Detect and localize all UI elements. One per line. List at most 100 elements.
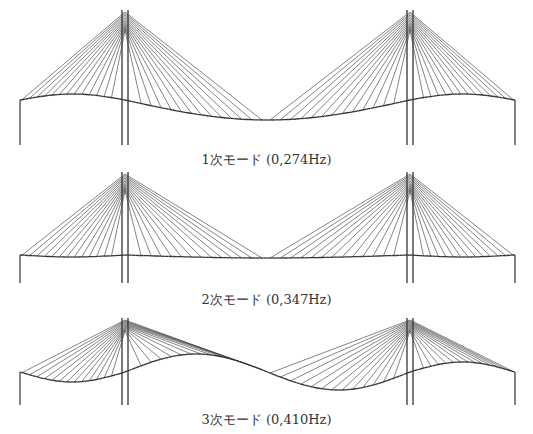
stay-cable — [410, 326, 461, 362]
bridge-deck — [164, 256, 168, 257]
bridge-deck — [453, 93, 457, 94]
stay-cable — [22, 12, 125, 100]
bridge-deck — [358, 109, 362, 111]
bridge-deck — [395, 376, 399, 378]
stay-cable — [410, 17, 491, 96]
bridge-deck — [507, 98, 511, 100]
bridge-deck — [185, 112, 189, 114]
bridge-deck — [173, 355, 177, 357]
bridge-deck — [292, 118, 296, 120]
stay-cable — [22, 174, 125, 255]
bridge-deck — [375, 383, 379, 384]
bridge-deck — [424, 255, 428, 256]
stay-cable — [291, 15, 410, 119]
stay-cable — [30, 14, 126, 99]
bridge-deck — [61, 256, 65, 257]
bridge-deck — [181, 354, 185, 356]
bridge-deck — [346, 389, 350, 391]
mode-caption: 3次モード (0,410Hz) — [0, 412, 533, 428]
bridge-mode — [20, 10, 515, 145]
bridge-deck — [263, 257, 267, 258]
bridge-deck — [313, 386, 317, 388]
bridge-deck — [453, 256, 457, 257]
bridge-deck — [305, 257, 309, 258]
bridge-deck — [107, 96, 111, 98]
bridge-deck — [78, 256, 82, 257]
stay-cable — [342, 184, 410, 257]
bridge-deck — [284, 257, 288, 258]
bridge-deck — [272, 374, 276, 376]
bridge-deck — [206, 115, 210, 117]
stay-cable — [125, 27, 161, 108]
stay-cable — [59, 20, 125, 95]
bridge-deck — [70, 381, 74, 382]
stay-cable — [410, 181, 476, 257]
stay-cable — [410, 184, 461, 257]
bridge-deck — [107, 376, 111, 377]
bridge-deck — [255, 119, 259, 120]
bridge-deck — [478, 94, 482, 96]
stay-cable — [125, 26, 171, 110]
stay-cable — [270, 320, 410, 373]
stay-cable — [125, 320, 262, 370]
stay-cable — [410, 12, 513, 100]
bridge-deck — [148, 362, 152, 363]
bridge-deck — [354, 110, 358, 112]
stay-cable — [59, 181, 125, 257]
stay-cable — [74, 23, 125, 94]
bridge-deck — [115, 374, 119, 375]
stay-cable — [125, 175, 252, 258]
bridge-deck — [354, 256, 358, 257]
bridge-deck — [424, 96, 428, 98]
bridge-deck — [131, 101, 135, 103]
stay-cable — [104, 330, 125, 378]
stay-cable — [383, 29, 410, 106]
stay-cable — [410, 30, 424, 97]
bridge-deck — [367, 108, 371, 110]
stay-cable — [410, 29, 431, 97]
bridge-deck — [490, 95, 494, 97]
stay-cable — [125, 322, 242, 363]
bridge-deck — [235, 118, 239, 120]
bridge-deck — [136, 255, 140, 256]
bridge-deck — [98, 378, 102, 380]
bridge-deck — [408, 371, 412, 373]
bridge-deck — [478, 256, 482, 257]
bridge-deck — [123, 99, 127, 101]
bridge-deck — [338, 113, 342, 115]
bridge-deck — [346, 112, 350, 114]
bridge-deck — [53, 94, 57, 96]
bridge-deck — [255, 257, 259, 258]
stay-cable — [125, 24, 181, 111]
bridge-deck — [276, 375, 280, 377]
stay-cable — [59, 325, 125, 382]
bridge-deck — [408, 99, 412, 101]
bridge-deck — [371, 385, 375, 386]
stay-cable — [410, 24, 453, 94]
bridge-deck — [395, 102, 399, 104]
bridge-deck — [193, 353, 197, 354]
stay-cable — [410, 14, 506, 99]
bridge-deck — [391, 103, 395, 105]
bridge-deck — [272, 257, 276, 258]
bridge-deck — [169, 256, 173, 257]
stay-cable — [291, 322, 410, 381]
bridge-deck — [214, 257, 218, 258]
stay-cable — [125, 182, 202, 257]
bridge-deck — [152, 255, 156, 256]
bridge-deck — [164, 108, 168, 110]
bridge-deck — [70, 256, 74, 257]
stay-cable — [322, 181, 411, 258]
stay-cable — [125, 180, 222, 258]
stay-cable — [410, 187, 446, 257]
bridge-deck — [507, 255, 511, 257]
bridge-deck — [156, 106, 160, 108]
bridge-deck — [152, 361, 156, 362]
bridge-deck — [107, 255, 111, 256]
stay-cable — [394, 30, 410, 103]
stay-cable — [410, 324, 483, 364]
bridge-deck — [305, 117, 309, 119]
stay-cable — [125, 321, 252, 366]
bridge-deck — [181, 256, 185, 257]
bridge-deck — [243, 119, 247, 120]
